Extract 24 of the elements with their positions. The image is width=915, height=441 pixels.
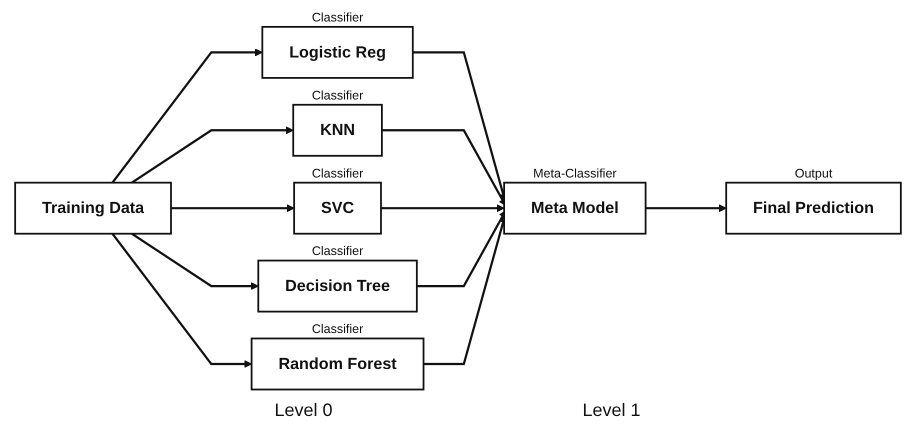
process-box: Decision Tree	[256, 260, 418, 312]
process-box: Final Prediction	[724, 182, 902, 235]
arrow	[645, 204, 726, 212]
role-caption: Output	[794, 166, 832, 180]
role-caption: Meta-Classifier	[532, 166, 616, 180]
arrow	[111, 48, 262, 184]
level-label: Level 1	[582, 400, 641, 421]
role-caption: Classifier	[311, 244, 363, 258]
process-box: KNN	[292, 104, 382, 157]
arrow	[130, 126, 294, 184]
process-box: Random Forest	[250, 338, 424, 390]
arrow	[130, 232, 258, 290]
role-caption: Classifier	[311, 322, 363, 336]
role-caption: Classifier	[311, 88, 363, 102]
arrow	[380, 204, 504, 212]
process-box: Logistic Reg	[260, 26, 414, 79]
process-box: Meta Model	[502, 182, 646, 235]
process-box: SVC	[292, 182, 382, 235]
level-label: Level 0	[274, 400, 332, 421]
process-box: Training Data	[14, 182, 172, 235]
role-caption: Classifier	[311, 166, 363, 180]
arrow	[111, 233, 252, 368]
arrow	[170, 204, 294, 212]
role-caption: Classifier	[311, 10, 363, 24]
